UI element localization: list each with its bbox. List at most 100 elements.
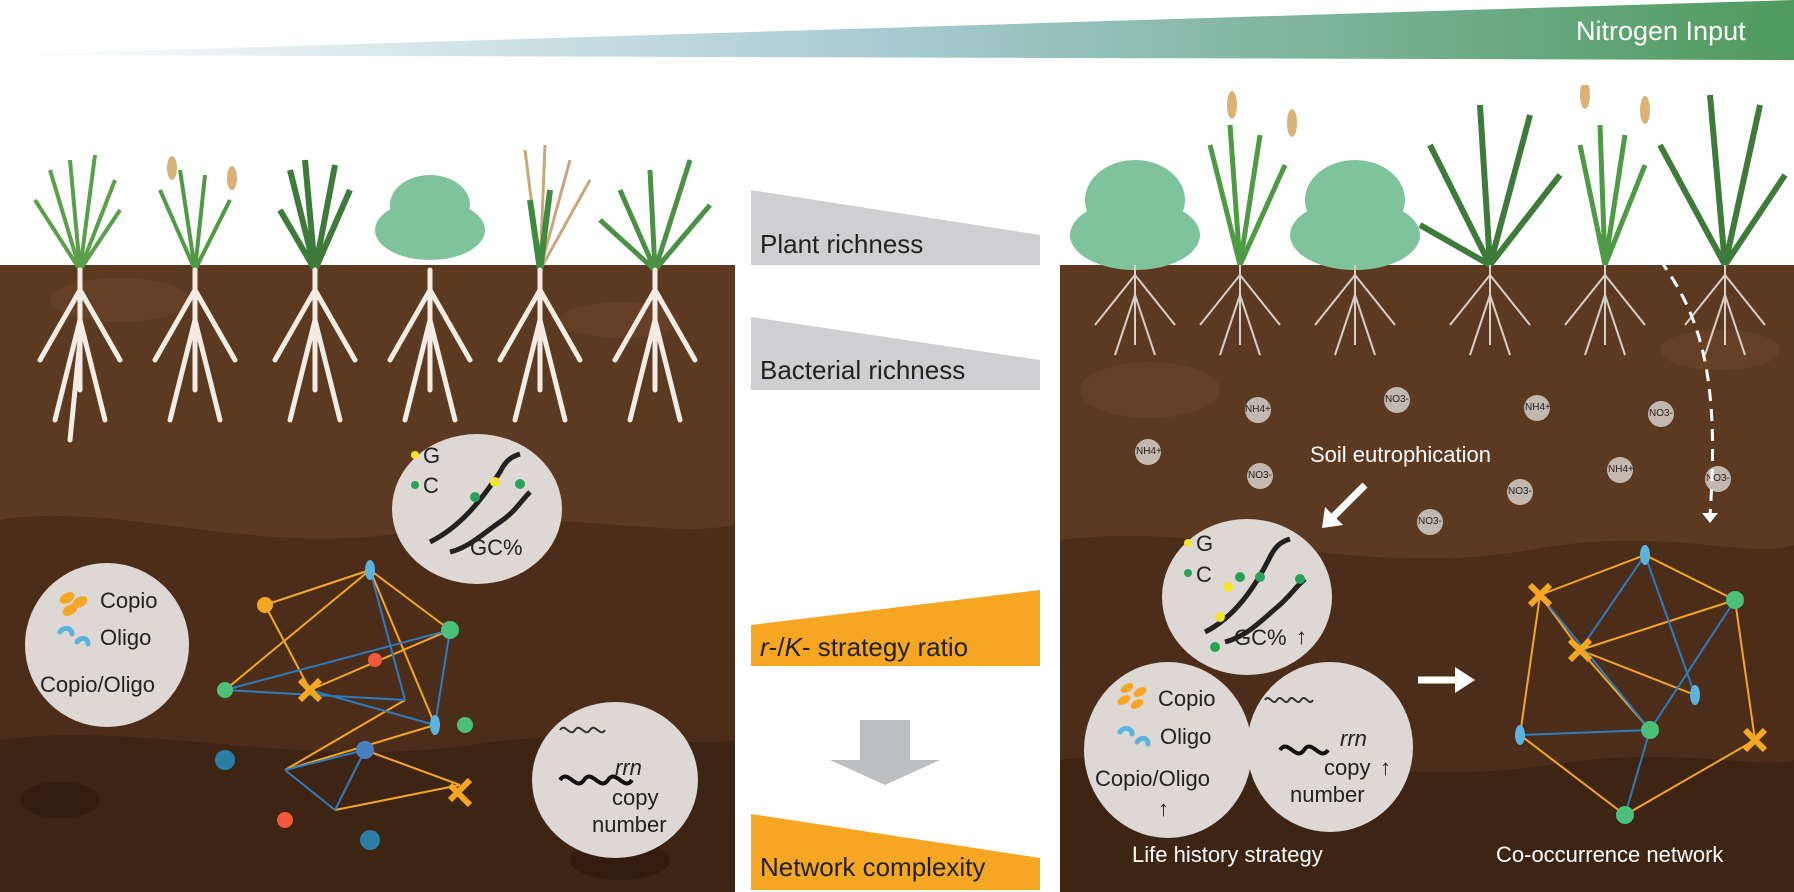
soil-eutrophication-label: Soil eutrophication [1310,442,1492,467]
oligo-icon [1117,725,1151,747]
nitrogen-input-label: Nitrogen Input [1576,16,1746,46]
nutrient-ion: NH4+ [1608,464,1634,475]
down-arrow-icon [830,720,940,785]
right-rrn-bubble [1247,662,1413,832]
microbe-icon [360,830,380,850]
nutrient-ions [1135,387,1731,535]
right-roots [1094,265,1766,356]
left-rrn-number: number [592,812,667,837]
microbe-icon [441,621,459,639]
strategy-ratio-rest: - strategy ratio [801,632,969,662]
copio-icon [1117,683,1147,709]
microbe-icon [1616,806,1634,824]
left-gc-bubble [392,434,562,584]
rrn-big-wave [558,774,634,786]
plant-right-1 [1070,160,1200,270]
microbe-icon [1690,685,1700,705]
left-copio-oligo-ratio: Copio/Oligo [40,672,155,697]
microbe-icon [1515,725,1525,745]
strategy-ratio-k: K [784,632,802,662]
left-network [215,560,473,850]
plant-right-4 [1418,104,1563,268]
plant-right-6 [1657,94,1788,267]
microbe-icon [368,653,382,667]
nutrient-ion: NH4+ [1245,404,1271,415]
up-arrow-icon: ↑ [1158,796,1169,821]
left-oligo-label: Oligo [100,625,152,650]
left-gc-label: GC% [470,535,523,560]
network-complexity-label: Network complexity [760,852,986,882]
nutrient-ion: NO3- [1649,408,1673,419]
nutrient-ion: NO3- [1508,486,1532,497]
arrow-head [1702,513,1718,523]
strategy-ratio-r: r [760,632,769,662]
microbe-icon [217,682,233,698]
arrow-down-left-icon [1327,482,1368,523]
nutrient-ion: NO3- [1248,470,1272,481]
dashed-arrow-icon [1658,259,1715,516]
strategy-ratio-sep: -/ [768,632,785,662]
right-rrn-number: number [1290,782,1365,807]
oligo-icon [57,625,91,647]
right-arrows [1322,259,1718,693]
plant-left-5 [523,144,592,271]
microbe-icon [297,677,323,703]
microbe-icon [1742,727,1768,753]
arrow-head [1455,667,1475,693]
plant-left-6 [598,159,712,272]
plant-right-5 [1577,85,1650,266]
right-rrn-copy: copy [1324,755,1371,780]
right-plants [1070,85,1788,356]
nutrient-ion: NO3- [1418,516,1442,527]
right-gc-c: C [1196,562,1212,587]
left-copio-oligo-bubble [25,563,189,727]
microbe-icon [430,715,440,735]
microbe-icon [1527,582,1553,608]
strategy-ratio-label: r-/K- strategy ratio [760,632,968,663]
nitrogen-input-wedge [0,0,1794,60]
left-gc-c: C [423,473,439,498]
nutrient-ion: NO3- [1706,473,1730,484]
right-copio-oligo-bubble [1084,662,1252,838]
rrn-small-wave [1264,697,1314,703]
bacterial-richness-wedge [751,317,1040,390]
left-rrn-bubble [532,702,698,858]
microbe-icon [1640,545,1650,565]
right-gc-g: G [1196,531,1214,556]
strategy-ratio-wedge [751,590,1040,666]
arrow-head [1322,507,1343,528]
left-gc-g: G [423,443,441,468]
microbe-icon [356,741,374,759]
network-complexity-wedge [751,814,1040,890]
middle-indicators [751,190,1040,890]
plant-left-3 [277,159,353,272]
microbe-icon [1641,721,1659,739]
plant-left-4 [375,175,485,260]
left-copio-label: Copio [100,588,158,613]
plant-left-2 [158,156,237,271]
nutrient-ion: NO3- [1385,394,1409,405]
right-copio-oligo-ratio: Copio/Oligo [1095,766,1210,791]
up-arrow-icon: ↑ [1296,624,1307,649]
life-history-strategy-label: Life history strategy [1132,842,1323,867]
rrn-big-wave [1278,744,1330,756]
copio-icon [59,592,88,616]
dna-icon [1203,536,1307,645]
microbe-icon [1567,637,1593,663]
microbe-icon [457,717,473,733]
co-occurrence-network-label: Co-occurrence network [1496,842,1724,867]
plant-richness-label: Plant richness [760,229,924,259]
nutrient-ion: NH4+ [1525,402,1551,413]
right-copio-label: Copio [1158,686,1216,711]
microbe-icon [215,750,235,770]
left-rrn-copy: copy [612,785,659,810]
plant-left-1 [33,154,122,272]
dna-icon [428,451,532,555]
up-arrow-icon: ↑ [1380,755,1391,780]
plant-right-2 [1207,91,1297,267]
right-network [1515,545,1768,824]
left-plants [33,144,712,443]
left-roots [37,267,698,443]
right-oligo-label: Oligo [1160,724,1212,749]
microbe-icon [277,812,293,828]
